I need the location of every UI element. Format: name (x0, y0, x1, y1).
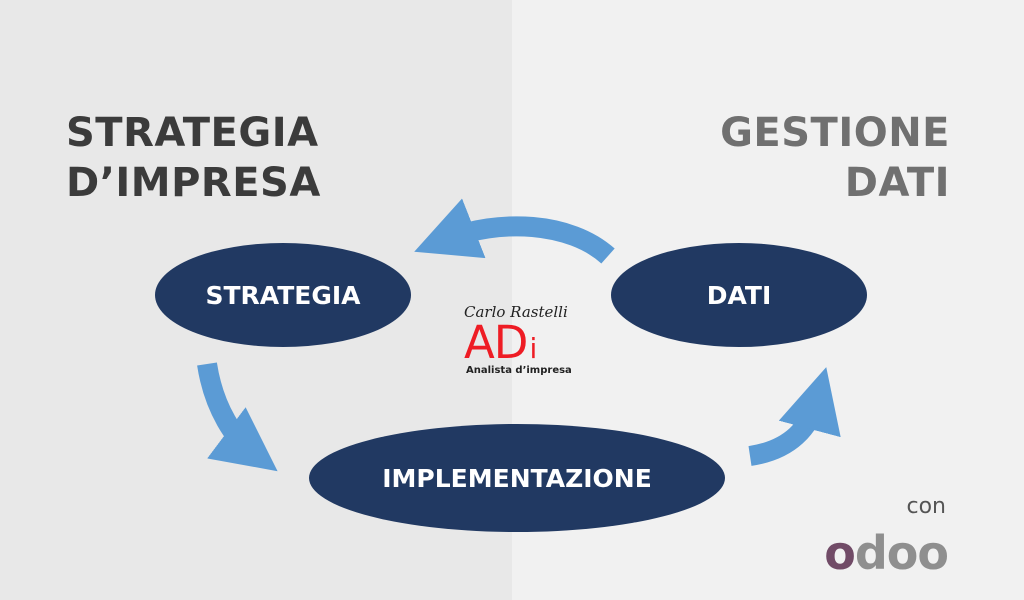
arrow-dati-to-strategia (414, 198, 615, 264)
arrow-strategia-to-implementazione (197, 362, 278, 472)
node-implementazione-label: IMPLEMENTAZIONE (382, 464, 652, 493)
logo-name: Carlo Rastelli (464, 303, 568, 321)
heading-left-line-1: STRATEGIA (66, 110, 319, 156)
heading-left-line-2: D’IMPRESA (66, 160, 321, 206)
logo-subtitle: Analista d’impresa (466, 365, 572, 376)
heading-strategia-impresa: STRATEGIA D’IMPRESA (66, 108, 321, 208)
node-dati: DATI (611, 243, 867, 347)
odoo-letter: o (886, 526, 919, 580)
logo-mark-ad: AD (464, 316, 528, 369)
odoo-logo: odoo (824, 530, 949, 576)
heading-right-line-2: DATI (844, 160, 950, 206)
odoo-letter: o (917, 526, 949, 580)
heading-gestione-dati: GESTIONE DATI (720, 108, 950, 208)
arrow-implementazione-to-dati (748, 367, 841, 466)
odoo-letter: o (824, 526, 856, 580)
logo-mark: ADi (464, 320, 576, 365)
odoo-letter: d (854, 526, 888, 580)
adi-logo: Carlo Rastelli ADi Analista d’impresa (450, 303, 576, 377)
logo-mark-i: i (529, 332, 538, 365)
heading-right-line-1: GESTIONE (720, 110, 950, 156)
node-strategia: STRATEGIA (155, 243, 411, 347)
node-implementazione: IMPLEMENTAZIONE (309, 424, 725, 532)
node-strategia-label: STRATEGIA (205, 281, 361, 310)
node-dati-label: DATI (707, 281, 772, 310)
footer-con-label: con (906, 494, 947, 519)
